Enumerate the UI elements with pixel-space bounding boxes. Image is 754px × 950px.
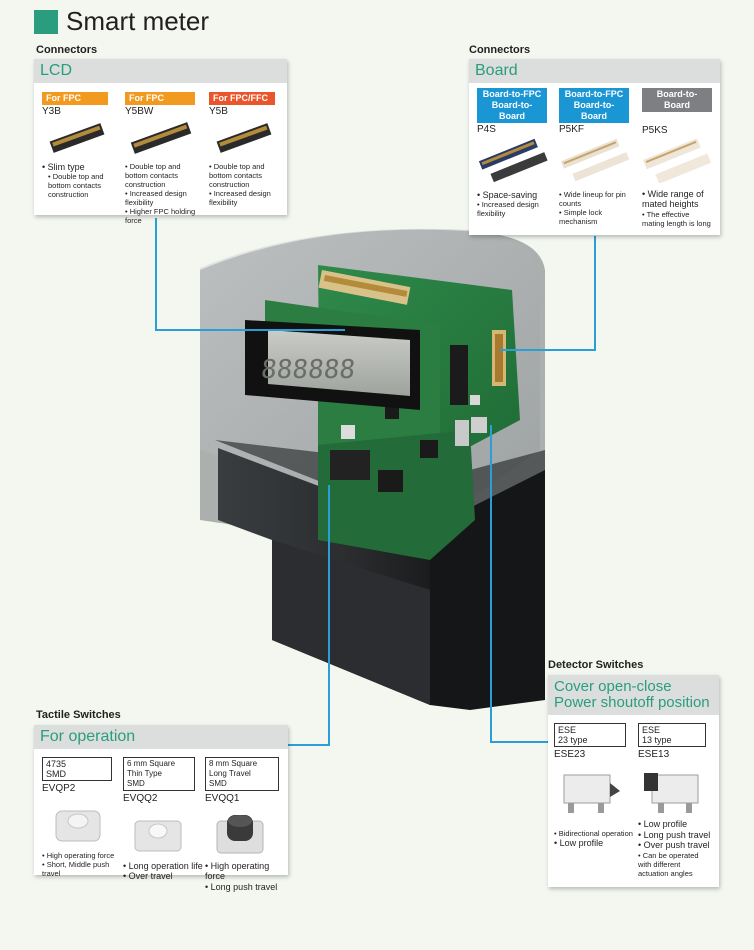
board-item-model: P4S — [477, 123, 496, 135]
detector-note: Long push travel — [638, 830, 716, 841]
lcd-item-tag: For FPC — [125, 91, 195, 105]
board-item-p5kf: Board-to-FPC Board-to-Board P5KF Wide li… — [559, 87, 637, 226]
lcd-digits: 888888 — [260, 355, 357, 385]
tactile-item-evqq2: 6 mm Square Thin Type SMD EVQQ2 Long ope… — [123, 756, 203, 882]
lcd-panel — [268, 330, 410, 396]
leader-line-lcd-v — [155, 218, 157, 330]
detector-switches-card: Cover open-close Power shoutoff position… — [548, 675, 719, 887]
lcd-item-tag: For FPC — [42, 91, 108, 105]
page-title-group: Smart meter — [34, 6, 209, 37]
board-note: Wide lineup for pin counts — [559, 190, 637, 208]
lcd-item-y5bw: For FPC Y5BW Double top and bottom conta… — [125, 88, 203, 225]
tactile-item-model: EVQQ2 — [123, 792, 158, 804]
board-card-header: Board — [469, 59, 720, 83]
leader-line-board-v — [594, 236, 596, 350]
board-item-tag: Board-to-Board — [642, 87, 712, 112]
lcd-item-model: Y5BW — [125, 105, 154, 117]
detector-item-type: ESE 13 type — [638, 723, 706, 747]
lcd-section-label: Connectors — [36, 44, 98, 56]
board-section-label: Connectors — [469, 44, 531, 56]
board-item-p5ks: Board-to-Board P5KS Wide range of mated … — [642, 87, 716, 228]
leader-line-board-h — [500, 349, 596, 351]
detector-item-ese23: ESE 23 type ESE23 Bidirectional operatio… — [554, 723, 634, 849]
connector-product-image — [130, 121, 192, 154]
lcd-item-y5b: For FPC/FFC Y5B Double top and bottom co… — [209, 88, 283, 207]
tactile-note: High operating force — [42, 851, 122, 860]
lcd-note: Increased design flexibility — [209, 189, 283, 207]
tactile-item-evqq1: 8 mm Square Long Travel SMD EVQQ1 High o… — [205, 756, 285, 893]
tactile-section-label: Tactile Switches — [36, 709, 121, 721]
leader-line-detector-v — [490, 425, 492, 743]
board-note: Wide range of mated heights — [642, 189, 712, 210]
tactile-item-type: 6 mm Square Thin Type SMD — [123, 756, 195, 791]
detector-note: Can be operated with different actuation… — [638, 851, 710, 878]
detector-note: Low profile — [638, 819, 716, 830]
connector-product-image — [643, 138, 712, 183]
tactile-note: Long push travel — [205, 882, 285, 893]
lcd-item-model: Y5B — [209, 105, 228, 117]
lcd-note: Higher FPC holding force — [125, 207, 203, 225]
tactile-item-model: EVQP2 — [42, 782, 76, 794]
detector-section-label: Detector Switches — [548, 659, 644, 671]
detector-note: Bidirectional operation — [554, 829, 634, 838]
lcd-card-header: LCD — [34, 59, 287, 83]
tactile-switch-image — [55, 810, 101, 842]
tactile-card-header: For operation — [34, 725, 288, 749]
board-item-model: P5KF — [559, 123, 585, 135]
tactile-note: Short, Middle push travel — [42, 860, 122, 878]
board-item-p4s: Board-to-FPC Board-to-Board P4S Space-sa… — [477, 87, 555, 218]
tactile-item-type: 4735 SMD — [42, 756, 112, 781]
lcd-item-tag: For FPC/FFC — [209, 91, 275, 105]
tactile-switch-image — [134, 820, 182, 852]
board-note: Simple lock mechanism — [559, 208, 637, 226]
lcd-connectors-card: LCD For FPC Y3B Slim type Double top and… — [34, 59, 287, 225]
page-title: Smart meter — [66, 6, 210, 36]
title-square-icon — [34, 9, 58, 34]
leader-line-detector-h — [490, 741, 548, 743]
lcd-item-model: Y3B — [42, 105, 61, 117]
detector-note: Over push travel — [638, 840, 716, 851]
leader-line-tactile-v — [328, 485, 330, 746]
tactile-item-evqp2: 4735 SMD EVQP2 High operating force Shor… — [42, 756, 122, 878]
tactile-item-type: 8 mm Square Long Travel SMD — [205, 756, 279, 791]
leader-line-lcd-h — [155, 329, 345, 331]
detector-item-type: ESE 23 type — [554, 723, 626, 747]
lcd-item-y3b: For FPC Y3B Slim type Double top and bot… — [42, 88, 117, 199]
board-item-model: P5KS — [642, 124, 668, 136]
tactile-note: Long operation life — [123, 861, 203, 872]
board-note: Space-saving — [477, 190, 555, 201]
board-item-tag: Board-to-FPC Board-to-Board — [477, 87, 547, 123]
board-item-tag: Board-to-FPC Board-to-Board — [559, 87, 629, 123]
lcd-note: Double top and bottom contacts construct… — [125, 162, 203, 189]
tactile-switch-image — [216, 814, 264, 854]
detector-note: Low profile — [554, 838, 634, 849]
connector-product-image — [478, 138, 548, 182]
tactile-item-model: EVQQ1 — [205, 792, 240, 804]
lcd-note: Double top and bottom contacts construct… — [48, 172, 114, 199]
lcd-note: Increased design flexibility — [125, 189, 203, 207]
lcd-note: Double top and bottom contacts construct… — [209, 162, 283, 189]
detector-item-model: ESE23 — [554, 749, 586, 760]
tactile-note: High operating force — [205, 861, 285, 882]
board-note: The effective mating length is long — [642, 210, 712, 228]
tactile-switches-card: For operation 4735 SMD EVQP2 High operat… — [34, 725, 288, 892]
board-note: Increased design flexibility — [477, 200, 555, 218]
detector-item-ese13: ESE 13 type ESE13 Low profile Long push … — [638, 723, 716, 878]
board-connectors-card: Board Board-to-FPC Board-to-Board P4S Sp… — [469, 59, 720, 235]
detector-switch-image — [563, 774, 620, 813]
tactile-note: Over travel — [123, 871, 203, 882]
connector-product-image — [560, 138, 630, 182]
detector-card-header: Cover open-close Power shoutoff position — [548, 675, 719, 715]
connector-product-image — [49, 122, 105, 153]
leader-line-tactile-h — [288, 744, 330, 746]
connector-product-image — [216, 122, 272, 153]
detector-switch-image — [644, 773, 699, 813]
lcd-note: Slim type — [42, 162, 117, 173]
detector-item-model: ESE13 — [638, 749, 670, 760]
